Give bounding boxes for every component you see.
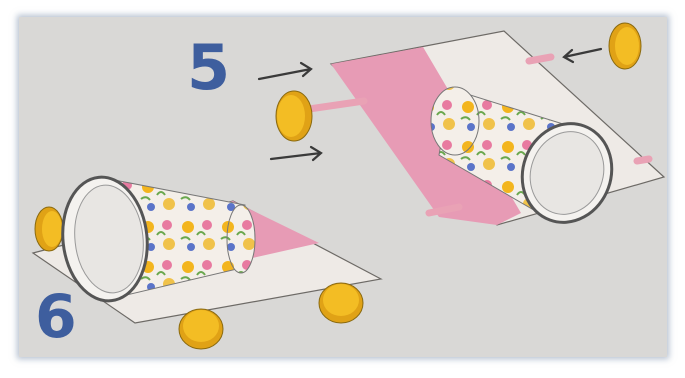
step-6-back-wheel (35, 207, 63, 251)
step-5-left-wheel (276, 91, 312, 141)
illustration-panel: 5 6 (19, 17, 667, 357)
step-5-right-axle (637, 159, 649, 161)
step-5-right-wheel (609, 23, 641, 69)
step-6-right-wheel (319, 283, 363, 323)
step-5-top-axle (529, 57, 551, 61)
step-5-front-axle (309, 101, 364, 109)
step-6-front-wheel (179, 309, 223, 349)
step-5-group (259, 23, 664, 235)
step-6-number: 6 (35, 287, 77, 347)
step-6-group (33, 173, 381, 349)
craft-illustration (19, 17, 667, 357)
step-5-number: 5 (187, 37, 230, 99)
